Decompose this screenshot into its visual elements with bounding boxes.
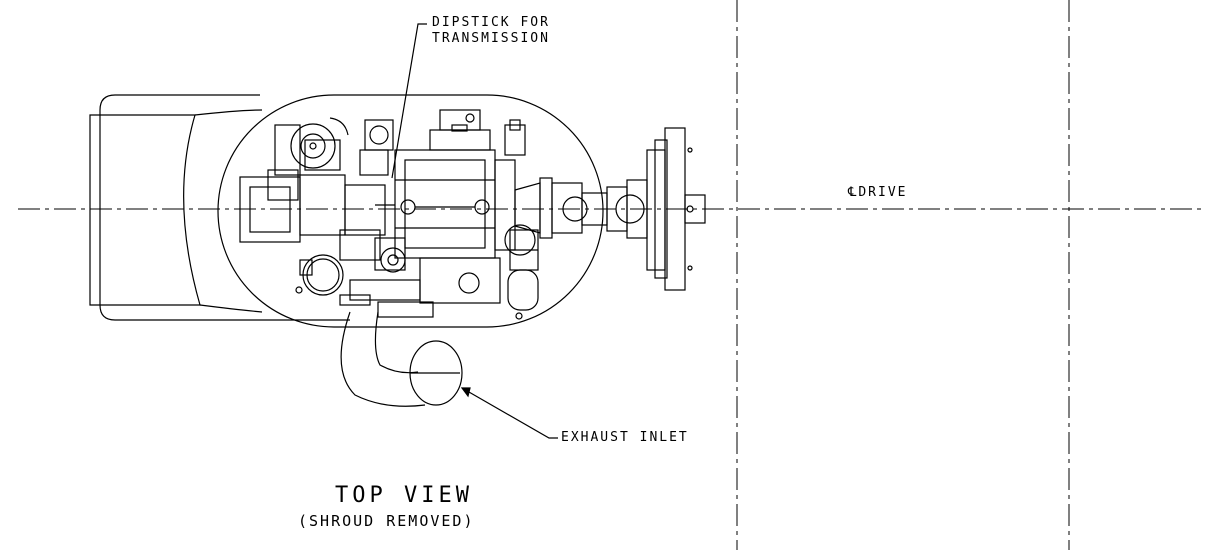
transmission-assembly: [239, 124, 406, 273]
dipstick-label-line2: TRANSMISSION: [432, 31, 550, 46]
exhaust-pipe: [340, 301, 434, 407]
engine-block: [394, 109, 516, 259]
exhaust-leader-line: [461, 387, 558, 439]
drive-flange: [654, 127, 706, 291]
view-subtitle: (SHROUD REMOVED): [298, 512, 475, 530]
lower-components: [295, 254, 523, 320]
exhaust-inlet-label: EXHAUST INLET: [561, 430, 689, 445]
drive-centerline-label: ℄DRIVE: [848, 185, 908, 200]
rear-housing: [89, 94, 350, 321]
dipstick-leader-line: [391, 23, 427, 179]
dipstick-label-line1: DIPSTICK FOR: [432, 15, 550, 30]
upper-components: [290, 117, 526, 169]
view-title: TOP VIEW: [335, 483, 473, 508]
filter-canister: [504, 224, 539, 311]
exhaust-leader-arrow: [460, 387, 471, 398]
drive-shaft-coupling: [514, 149, 666, 271]
shroud-base-outline: [217, 94, 604, 328]
